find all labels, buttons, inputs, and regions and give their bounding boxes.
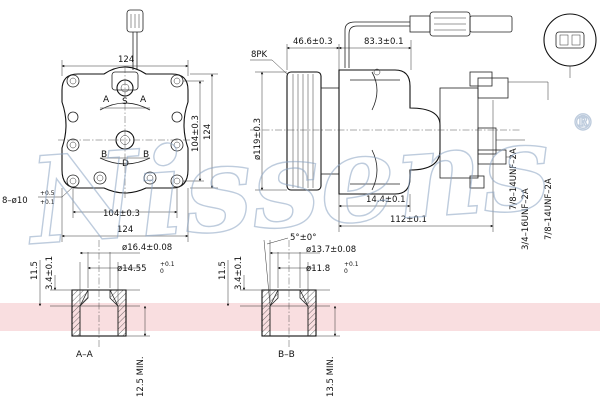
dim-top-width: 124 (118, 55, 134, 65)
dim-holes: 8–ø10 (2, 196, 28, 206)
side-view: 46.6±0.3 83.3±0.1 8PK ø119±0.3 (250, 11, 597, 250)
dim-pulley-diameter: ø119±0.3 (253, 118, 263, 160)
thread-1: 7/8–14UNF–2A (544, 178, 554, 240)
bb-dim-step: 3.4±0.1 (234, 256, 244, 290)
dim-body-length: 83.3±0.1 (364, 37, 404, 47)
registered-mark: ® (572, 110, 594, 136)
aa-dim-depth: 11.5 (30, 261, 40, 280)
port-label: A (140, 95, 147, 105)
bb-label: B–B (278, 350, 295, 360)
dim-holes-tol-lower: +0.1 (40, 199, 55, 206)
port-label: D (122, 159, 129, 169)
port-label: A (103, 95, 110, 105)
bb-dim-angle: 5°±0° (290, 233, 316, 243)
highlight-band (0, 303, 600, 331)
dim-pulley-length: 46.6±0.3 (293, 37, 333, 47)
dim-total-length: 112±0.1 (390, 215, 427, 225)
aa-dim-outer: ø16.4±0.08 (122, 243, 172, 253)
dim-holes-tol-upper: +0.5 (40, 190, 55, 197)
bb-dim-inner-tol-lower: 0 (344, 268, 348, 275)
aa-dim-inner: ø14.55 (117, 264, 147, 274)
dim-bottom-width: 124 (117, 225, 133, 235)
port-label: B (101, 150, 107, 160)
section-a-a: ø16.4±0.08 ø14.55 +0.1 0 11.5 3.4±0.1 12… (30, 240, 175, 397)
aa-dim-inner-tol-lower: 0 (160, 268, 164, 275)
front-view: 124 A S A B D B 124 (2, 9, 218, 242)
dim-bolt-vertical: 104±0.3 (191, 115, 201, 152)
port-label: B (143, 150, 149, 160)
dim-offset: 14.4±0.1 (366, 195, 406, 205)
aa-dim-inner-tol-upper: +0.1 (160, 261, 175, 268)
dim-height: 124 (203, 124, 213, 140)
bb-dim-inner-tol-upper: +0.1 (344, 261, 359, 268)
aa-label: A–A (76, 350, 94, 360)
thread-3: 7/8–14UNF–2A (509, 148, 519, 210)
thread-2: 3/4–16UNF–2A (521, 188, 531, 250)
nissens-watermark: Nissens ® (20, 95, 595, 274)
bb-dim-inner: ø11.8 (306, 264, 330, 274)
aa-dim-step: 3.4±0.1 (45, 256, 55, 290)
bb-dim-min: 13.5 MIN. (326, 356, 336, 397)
bb-dim-outer: ø13.7±0.08 (306, 245, 356, 255)
watermark-text: Nissens (21, 96, 555, 273)
label-belt: 8PK (251, 50, 268, 60)
dim-bolt-horizontal: 104±0.3 (103, 209, 140, 219)
aa-dim-min: 12.5 MIN. (136, 356, 146, 397)
port-label: S (122, 97, 128, 107)
bb-dim-depth: 11.5 (218, 261, 228, 280)
section-b-b: 5°±0° ø13.7±0.08 ø11.8 +0.1 0 11.5 3.4±0… (218, 233, 359, 397)
